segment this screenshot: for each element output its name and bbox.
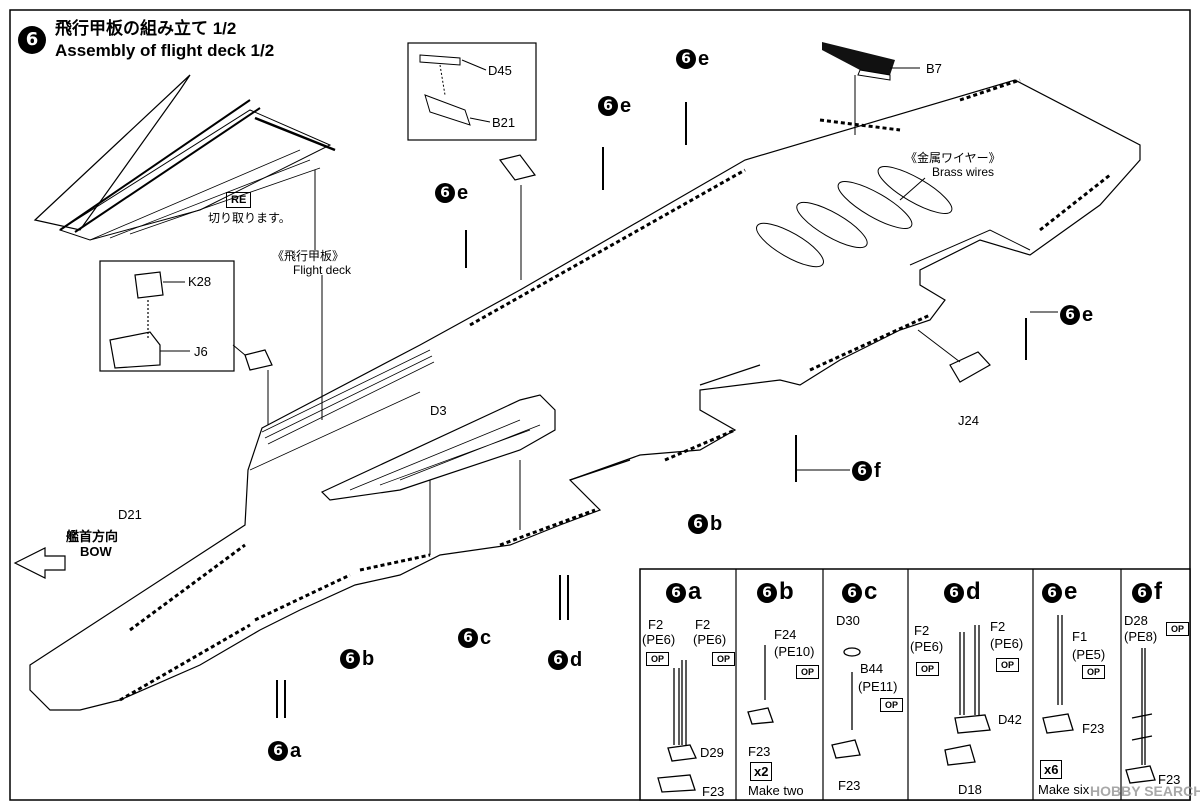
sheet-border — [9, 9, 1191, 801]
subpanel-d-label: F2 — [914, 623, 930, 638]
subpanel-d-label: D42 — [998, 712, 1022, 727]
step-number-badge: 6 — [18, 26, 46, 54]
inset-box-k28-j6 — [99, 260, 235, 372]
op-stamp: OP — [712, 652, 736, 666]
part-label-j24: J24 — [958, 413, 979, 428]
brass-wires-jp-label: 《金属ワイヤー》 — [905, 151, 1001, 165]
subpanel-drawings — [657, 615, 1156, 793]
subpanel-f-label: D28 — [1124, 613, 1148, 628]
subpanel-d-label: (PE6) — [910, 639, 944, 654]
op-stamp: OP — [1166, 622, 1190, 636]
subpanel-a-label: F2 — [648, 617, 664, 632]
subpanel-a-label: F2 — [695, 617, 711, 632]
op-stamp: OP — [796, 665, 820, 679]
brass-wires — [756, 166, 953, 268]
brass-wires-en-label: Brass wires — [932, 165, 995, 179]
title-japanese: 飛行甲板の組み立て 1/2 — [55, 19, 237, 38]
bow-en-label: BOW — [80, 544, 112, 559]
part-j6-stand — [244, 349, 273, 371]
part-b21-tab — [498, 154, 537, 181]
subpanel-e-label: Make six — [1038, 782, 1090, 797]
part-label-k28: K28 — [188, 274, 212, 289]
part-label-j6: J6 — [194, 344, 208, 359]
flight-deck-part — [29, 78, 1141, 711]
op-stamp: OP — [916, 662, 940, 676]
op-stamp: OP — [880, 698, 904, 712]
part-label-d3: D3 — [430, 403, 447, 418]
subpanel-e-label: (PE5) — [1072, 647, 1106, 662]
subpanel-c-label: D30 — [836, 613, 860, 628]
subpanel-d-label: F2 — [990, 619, 1006, 634]
subpanel-a-label: (PE6) — [642, 632, 676, 647]
subpanel-a-label: F23 — [702, 784, 725, 799]
op-stamp: OP — [996, 658, 1020, 672]
part-k28-j6-drawing — [109, 271, 164, 369]
part-b7-drawing — [822, 42, 895, 81]
step-header: 6 — [18, 24, 46, 55]
re-stamp: RE — [226, 192, 252, 208]
multiplier-x6: x6 — [1040, 760, 1063, 779]
op-stamp: OP — [646, 652, 670, 666]
subpanel-d-label: (PE6) — [990, 636, 1024, 651]
subpanel-b-label: F23 — [748, 744, 771, 759]
subpanel-e-label: F23 — [1082, 721, 1105, 736]
flight-deck-bow-detail — [33, 74, 336, 241]
watermark: HOBBY SEARCH — [1090, 783, 1200, 799]
bow-arrow — [13, 547, 66, 579]
subpanel-f-label: (PE8) — [1124, 629, 1158, 644]
subpanel-b-label: F24 — [774, 627, 797, 642]
bow-jp-label: 艦首方向 — [66, 529, 119, 544]
inset-box-d45-b21 — [407, 42, 537, 141]
op-stamp: OP — [1082, 665, 1106, 679]
cut-off-note: 切り取ります。 — [208, 211, 291, 225]
part-label-b7: B7 — [926, 61, 942, 76]
title-english: Assembly of flight deck 1/2 — [55, 41, 275, 60]
part-j24-drawing — [949, 351, 991, 383]
subpanel-a-label: (PE6) — [693, 632, 727, 647]
subpanel-c-label: F23 — [838, 778, 861, 793]
subpanel-b-label: Make two — [748, 783, 804, 798]
multiplier-x2: x2 — [750, 762, 773, 781]
flight-deck-jp-label: 《飛行甲板》 — [272, 249, 345, 263]
pole-parts — [276, 102, 1027, 718]
subpanel-a-label: D29 — [700, 745, 724, 760]
flight-deck-en-label: Flight deck — [293, 263, 352, 277]
subpanel-b-label: (PE10) — [774, 644, 815, 659]
subpanel-f-label: F23 — [1158, 772, 1181, 787]
part-label-b21: B21 — [492, 115, 516, 130]
part-label-d45: D45 — [488, 63, 512, 78]
part-d3-drawing — [320, 394, 556, 501]
subpanel-c-label: (PE11) — [858, 679, 898, 694]
subpanels-frame — [639, 568, 1191, 801]
subpanel-c-label: B44 — [860, 661, 884, 676]
subpanel-e-label: F1 — [1072, 629, 1088, 644]
subpanel-d-label: D18 — [958, 782, 982, 797]
leader-lines — [160, 59, 1058, 555]
part-d45-b21-drawing — [419, 54, 471, 126]
part-label-d21: D21 — [118, 507, 142, 522]
